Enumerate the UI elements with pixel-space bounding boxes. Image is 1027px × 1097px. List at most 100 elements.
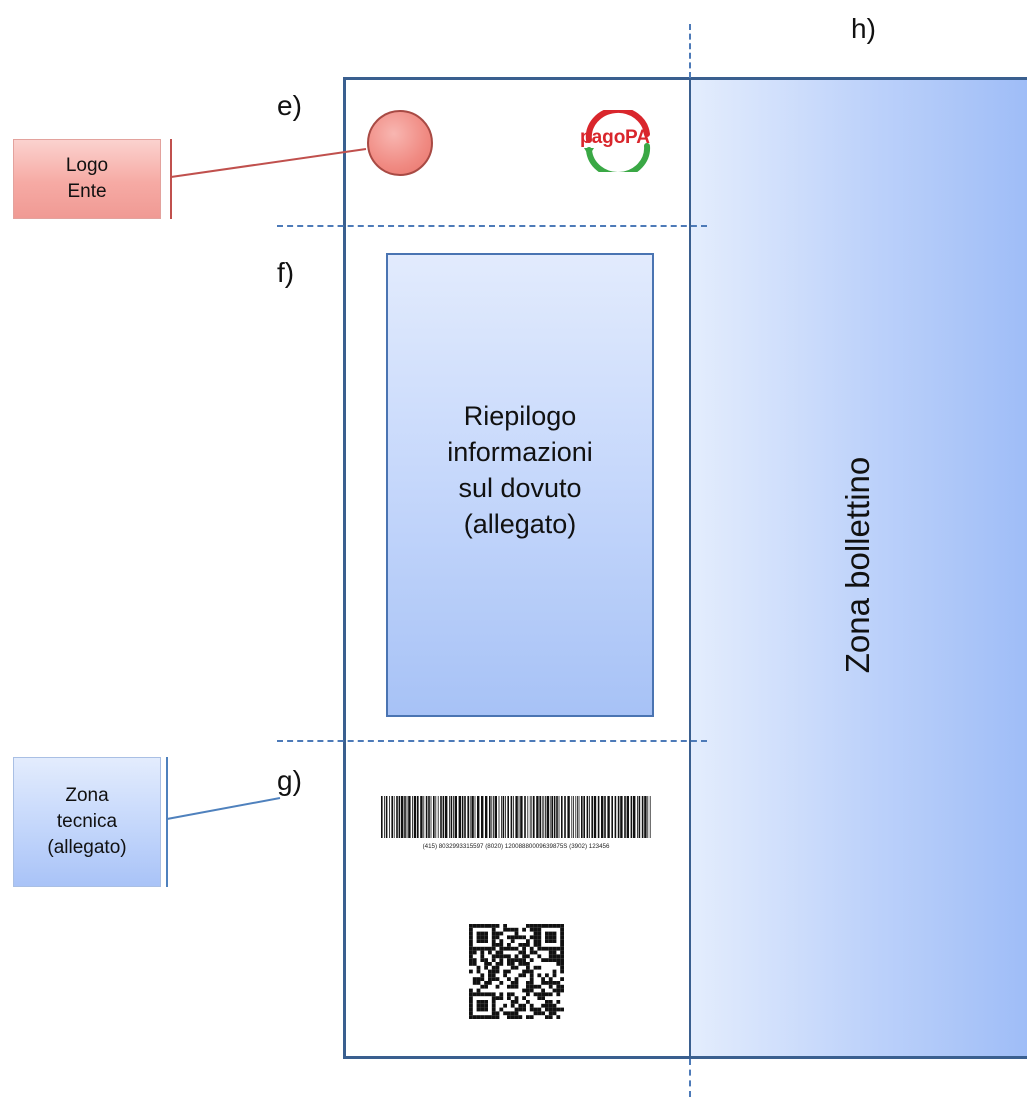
qr-module: [503, 1003, 507, 1008]
vertical-guide-top: [689, 24, 691, 78]
barcode-bar: [558, 796, 560, 838]
qr-module: [507, 946, 511, 951]
qr-module: [522, 943, 526, 947]
qr-module: [484, 1003, 488, 1008]
qr-module: [484, 962, 488, 966]
qr-module: [552, 939, 557, 943]
qr-module: [469, 996, 473, 1000]
qr-module: [469, 939, 473, 943]
qr-module: [507, 927, 511, 932]
barcode-bar: [502, 796, 505, 838]
qr-module: [526, 924, 530, 928]
qr-module: [507, 984, 511, 989]
qr-module: [472, 1015, 477, 1019]
qr-module: [491, 992, 496, 997]
qr-module: [560, 931, 564, 936]
qr-module: [560, 935, 564, 940]
qr-module: [514, 996, 519, 1000]
qr-module: [518, 1007, 523, 1012]
qr-module: [522, 954, 526, 959]
qr-module: [548, 984, 553, 989]
qr-module: [499, 950, 504, 955]
qr-module: [522, 962, 526, 966]
qr-module: [514, 935, 519, 940]
qr-module: [484, 939, 488, 943]
qr-module: [548, 950, 553, 955]
qr-module: [552, 931, 557, 936]
barcode-bar: [630, 796, 633, 838]
qr-module: [545, 1015, 549, 1019]
qr-module: [510, 939, 515, 943]
qr-module: [476, 946, 481, 951]
qr-module: [545, 924, 549, 928]
qr-module: [548, 977, 553, 981]
qr-module: [522, 969, 526, 974]
barcode-bar: [620, 796, 623, 838]
barcode-bar: [498, 796, 500, 838]
qr-module: [484, 1000, 488, 1004]
qr-module: [514, 1000, 519, 1004]
barcode-bar: [515, 796, 518, 838]
barcode-bar: [428, 796, 430, 838]
qr-module: [560, 984, 564, 989]
qr-module: [526, 954, 530, 959]
qr-module: [476, 1015, 481, 1019]
qr-module: [510, 1011, 515, 1016]
qr-module: [495, 950, 500, 955]
barcode-bar: [474, 796, 476, 838]
qr-module: [537, 924, 542, 928]
qr-module: [488, 950, 492, 955]
barcode-bar: [561, 796, 563, 838]
qr-module: [491, 969, 496, 974]
qr-module: [541, 992, 545, 997]
qr-module: [552, 924, 557, 928]
barcode-bar: [450, 796, 453, 838]
barcode-bars: [381, 796, 651, 838]
qr-module: [469, 950, 473, 955]
barcode-bar: [577, 796, 578, 838]
bollettino-divider: [689, 80, 691, 1056]
qr-module: [526, 1000, 530, 1004]
barcode-bar: [391, 796, 393, 838]
qr-module: [552, 954, 557, 959]
qr-module: [552, 950, 557, 955]
qr-module: [548, 992, 553, 997]
qr-module: [526, 962, 530, 966]
qr-module: [495, 969, 500, 974]
bollettino-zone: [690, 80, 1027, 1056]
barcode-bar: [649, 796, 651, 838]
qr-module: [545, 992, 549, 997]
qr-module: [541, 1003, 545, 1008]
qr-module: [491, 939, 496, 943]
qr-module: [503, 924, 507, 928]
section-e-label: e): [277, 90, 302, 121]
qr-module: [537, 996, 542, 1000]
qr-module: [556, 1007, 561, 1012]
qr-module: [484, 992, 488, 997]
qr-module: [556, 958, 561, 962]
qr-module: [476, 977, 481, 981]
qr-module: [480, 935, 485, 940]
qr-module: [533, 950, 538, 955]
barcode-bar: [611, 796, 613, 838]
qr-module: [533, 984, 538, 989]
qr-module: [495, 962, 500, 966]
qr-module: [503, 954, 507, 959]
barcode-bar: [449, 796, 450, 838]
qr-module: [514, 965, 519, 970]
barcode-bar: [425, 796, 428, 838]
barcode-bar: [491, 796, 493, 838]
qr-module: [469, 962, 473, 966]
qr-module: [526, 1015, 530, 1019]
qr-module: [469, 931, 473, 936]
qr-module: [514, 977, 519, 981]
barcode-bar: [453, 796, 454, 838]
qr-module: [499, 954, 504, 959]
qr-module: [537, 946, 542, 951]
qr-module: [491, 1003, 496, 1008]
qr-module: [518, 943, 523, 947]
qr-module: [510, 981, 515, 985]
qr-module: [526, 984, 530, 989]
qr-code-icon: [469, 924, 564, 1019]
qr-module: [484, 981, 488, 985]
